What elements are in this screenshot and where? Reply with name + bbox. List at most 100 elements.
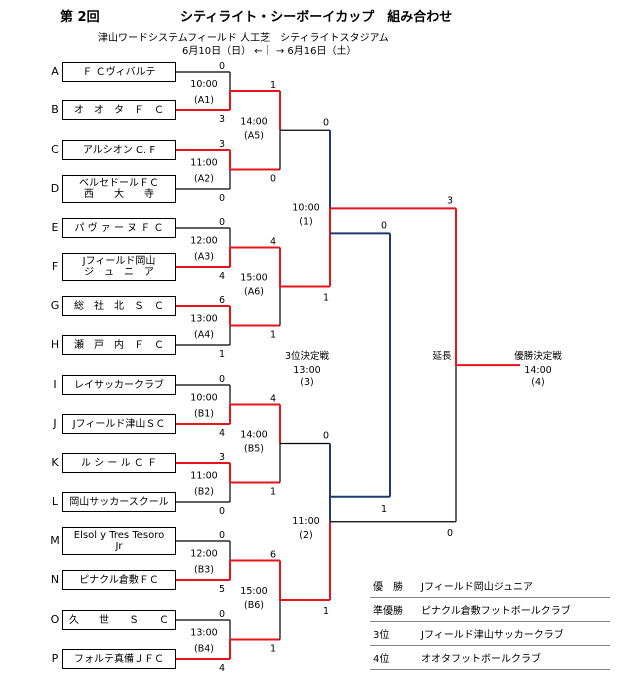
score-label: 4 (219, 271, 225, 282)
score-label: 3 (219, 139, 225, 150)
score-label: 1 (219, 349, 225, 360)
team-name: Ｆ Ｃヴィバルテ (82, 66, 156, 78)
team-name: ピナクル倉敷ＦＣ (79, 574, 159, 586)
match-time: 14:00 (240, 116, 267, 127)
score-label: 0 (323, 431, 329, 442)
score-label: 1 (270, 80, 276, 91)
team-box: パ ヴ ァ ー ヌ Ｆ Ｃ (62, 218, 176, 238)
team-letter: D (50, 182, 60, 195)
team-letter: F (51, 260, 59, 273)
team-name: フォルテ真備ＪＦＣ (74, 653, 164, 665)
score-label: 3 (219, 452, 225, 463)
match-label: (A2) (194, 174, 214, 185)
result-row: 準優勝 ピナクル倉敷フットボールクラブ (370, 598, 610, 622)
score-label: 0 (219, 506, 225, 517)
team-box: レイサッカークラブ (62, 375, 176, 395)
rank-label: 4位 (373, 654, 390, 665)
match-time: 12:00 (190, 236, 217, 247)
team-name: Jフィールド岡山ジュニア (421, 582, 534, 593)
team-box: 瀬 戸 内 Ｆ Ｃ (62, 335, 176, 355)
match-label: (A3) (194, 252, 214, 263)
result-row: 4位 オオタフットボールクラブ (370, 646, 610, 670)
score-label: 0 (219, 530, 225, 541)
score-label: 0 (219, 193, 225, 204)
team-box: 岡山サッカースクール (62, 492, 176, 512)
match-label: (B2) (194, 487, 214, 498)
match-label: (B5) (244, 444, 264, 455)
edition-label: 第 2回 (60, 10, 100, 25)
score-label: 0 (447, 528, 453, 539)
match-time: 14:00 (524, 365, 551, 376)
team-letter: C (51, 143, 59, 156)
score-label: 1 (270, 487, 276, 498)
match-label: (4) (531, 377, 544, 388)
team-box: ピナクル倉敷ＦＣ (62, 570, 176, 590)
team-name: Jフィールド岡山 (82, 256, 156, 267)
score-label: 0 (323, 117, 329, 128)
team-letter: N (50, 573, 60, 586)
extra-time-note: 延長 (432, 350, 452, 362)
team-letter: B (51, 103, 59, 116)
match-label: (A6) (244, 287, 264, 298)
match-time: 10:00 (292, 202, 319, 213)
team-letter: P (51, 652, 59, 665)
team-box: ル シ ー ル Ｃ Ｆ (62, 453, 176, 473)
team-box: Jフィールド津山ＳＣ (62, 414, 176, 434)
team-box: Jフィールド岡山ジ ュ ニ ア (62, 253, 176, 281)
match-time: 15:00 (240, 273, 267, 284)
team-name: ベルセドールＦＣ (79, 178, 159, 189)
team-name: Elsol y Tres Tesoro (73, 530, 165, 541)
match-label: (2) (299, 530, 312, 541)
team-letter: L (51, 495, 59, 508)
match-label: (A4) (194, 330, 214, 341)
team-box: 久 世 Ｓ Ｃ (62, 610, 176, 630)
score-label: 0 (219, 61, 225, 72)
match-time: 10:00 (190, 79, 217, 90)
team-letter: O (50, 613, 60, 626)
match-time: 11:00 (190, 471, 217, 482)
team-name: Jフィールド津山ＳＣ (72, 418, 166, 430)
match-time: 12:00 (190, 549, 217, 560)
match-time: 15:00 (240, 586, 267, 597)
team-letter: J (53, 417, 57, 430)
team-name-line2: ジ ュ ニ ア (84, 267, 154, 278)
match-label: (B4) (194, 644, 214, 655)
team-letter: E (51, 221, 59, 234)
match-time: 11:00 (292, 516, 319, 527)
team-letter: H (50, 338, 60, 351)
match-label: (A1) (194, 95, 214, 106)
team-name: アルシオン C. F (82, 144, 156, 156)
team-name: パ ヴ ァ ー ヌ Ｆ Ｃ (74, 222, 164, 234)
team-box: アルシオン C. F (62, 140, 176, 160)
rank-label: 3位 (373, 630, 390, 641)
score-label: 0 (219, 374, 225, 385)
score-label: 1 (270, 330, 276, 341)
score-label: 1 (381, 504, 387, 515)
score-label: 0 (219, 217, 225, 228)
final-title: 優勝決定戦 (514, 350, 562, 362)
rank-label: 準優勝 (373, 606, 403, 617)
score-label: 3 (219, 114, 225, 125)
team-letter: I (53, 378, 57, 391)
score-label: 4 (270, 394, 276, 405)
team-letter: A (51, 65, 59, 78)
team-name: 岡山サッカースクール (69, 496, 169, 508)
team-box: オ オ タ Ｆ Ｃ (62, 100, 176, 120)
score-label: 5 (219, 584, 225, 595)
team-name: Jフィールド津山サッカークラブ (421, 630, 564, 641)
team-name: レイサッカークラブ (74, 379, 164, 391)
score-label: 3 (447, 195, 453, 206)
match-time: 14:00 (240, 430, 267, 441)
third-place-title: 3位決定戦 (285, 350, 330, 362)
venue-label: 津山ワードシステムフィールド 人工芝 シティライトスタジアム (98, 33, 389, 44)
team-name: オオタフットボールクラブ (421, 654, 541, 665)
team-name: ピナクル倉敷フットボールクラブ (421, 606, 571, 617)
score-label: 1 (323, 293, 329, 304)
match-label: (3) (300, 377, 313, 388)
match-label: (B1) (194, 409, 214, 420)
team-name-line2: 西 大 寺 (84, 189, 154, 200)
score-label: 0 (381, 220, 387, 231)
